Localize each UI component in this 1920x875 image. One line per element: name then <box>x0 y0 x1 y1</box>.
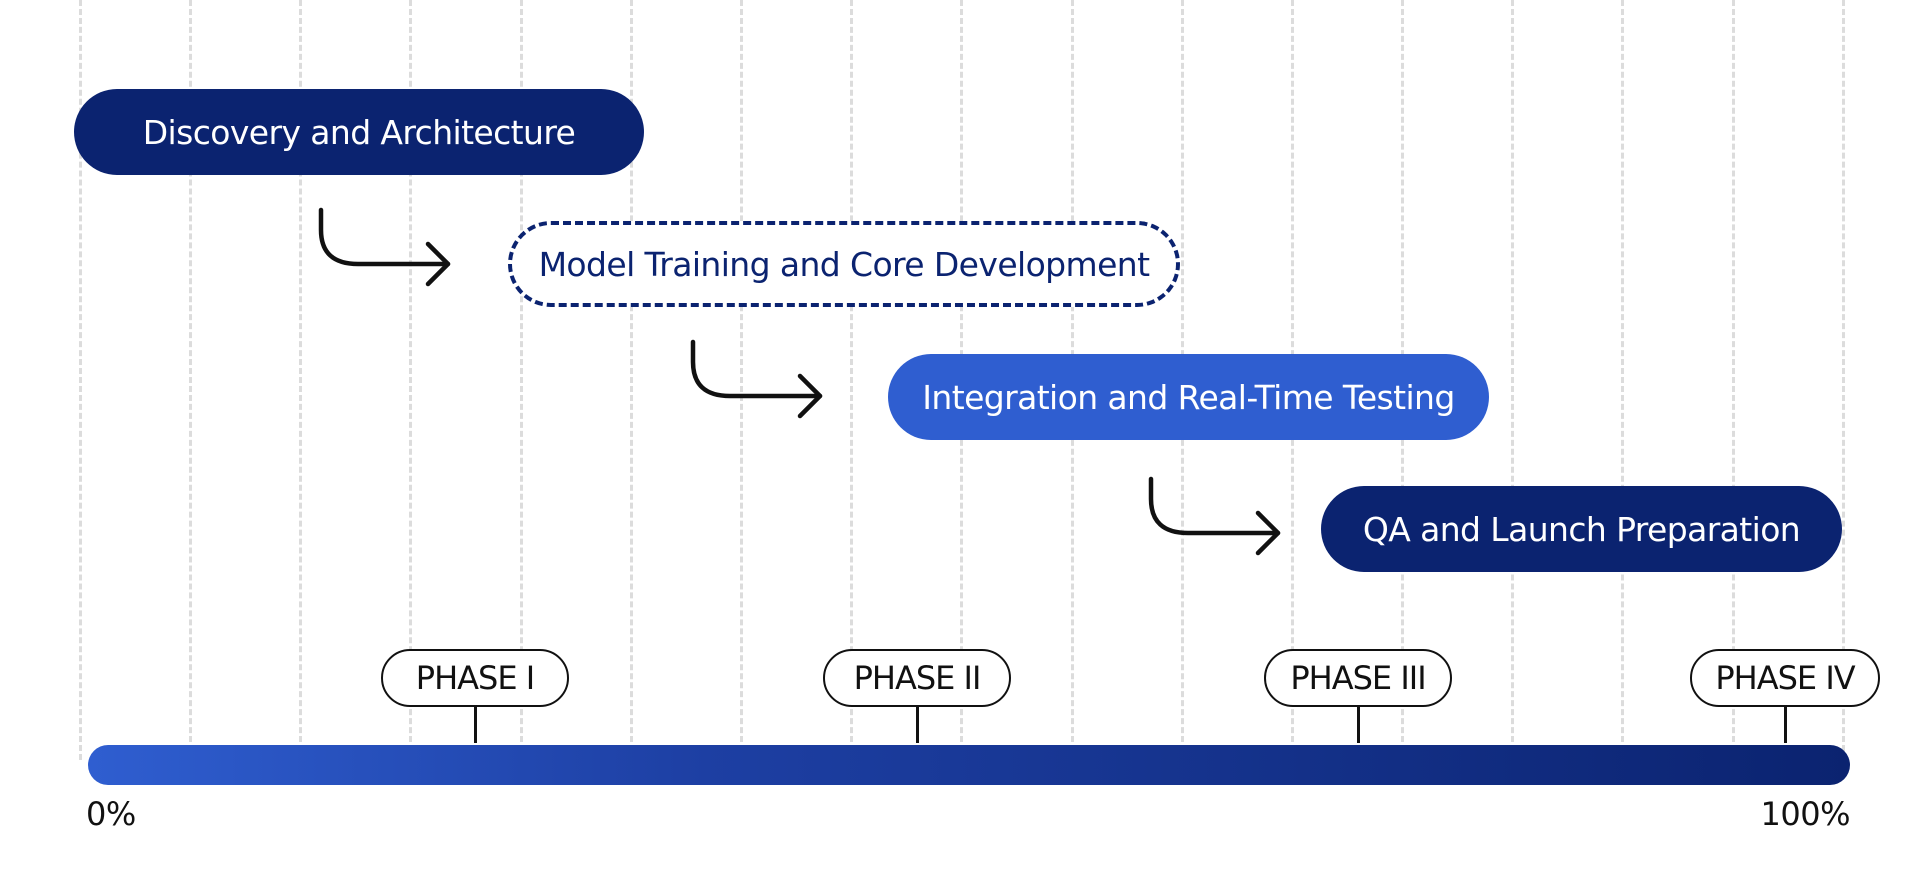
grid-line <box>1732 0 1735 760</box>
step-label: QA and Launch Preparation <box>1362 509 1801 549</box>
grid-line <box>740 0 743 760</box>
arrow-right-icon <box>318 207 451 287</box>
grid-line <box>1511 0 1514 760</box>
step-qa-launch-preparation: QA and Launch Preparation <box>1321 486 1842 572</box>
step-integration-testing: Integration and Real-Time Testing <box>888 354 1489 440</box>
phase-marker-2: PHASE II <box>823 649 1011 707</box>
grid-line <box>189 0 192 760</box>
phase-label: PHASE IV <box>1715 659 1855 697</box>
step-label: Integration and Real-Time Testing <box>922 377 1455 417</box>
phase-label: PHASE III <box>1290 659 1426 697</box>
phase-tick <box>1784 707 1787 743</box>
phase-tick <box>1357 707 1360 743</box>
progress-end-label: 100% <box>1760 795 1851 833</box>
phase-marker-4: PHASE IV <box>1690 649 1880 707</box>
grid-line <box>850 0 853 760</box>
phase-marker-3: PHASE III <box>1264 649 1452 707</box>
step-label: Discovery and Architecture <box>142 112 576 152</box>
grid-line <box>1621 0 1624 760</box>
phase-tick <box>916 707 919 743</box>
step-model-training-core-development: Model Training and Core Development <box>508 221 1180 307</box>
grid-line <box>1842 0 1845 760</box>
phase-tick <box>474 707 477 743</box>
grid-line <box>299 0 302 760</box>
progress-start-label: 0% <box>86 795 136 833</box>
phase-marker-1: PHASE I <box>381 649 569 707</box>
step-label: Model Training and Core Development <box>538 244 1150 284</box>
grid-line <box>409 0 412 760</box>
progress-bar <box>88 745 1850 785</box>
grid-line <box>79 0 82 760</box>
phase-label: PHASE II <box>853 659 982 697</box>
grid-line <box>630 0 633 760</box>
arrow-right-icon <box>690 339 823 419</box>
phase-label: PHASE I <box>415 659 535 697</box>
grid-line <box>520 0 523 760</box>
step-discovery-architecture: Discovery and Architecture <box>74 89 644 175</box>
arrow-right-icon <box>1148 476 1281 556</box>
